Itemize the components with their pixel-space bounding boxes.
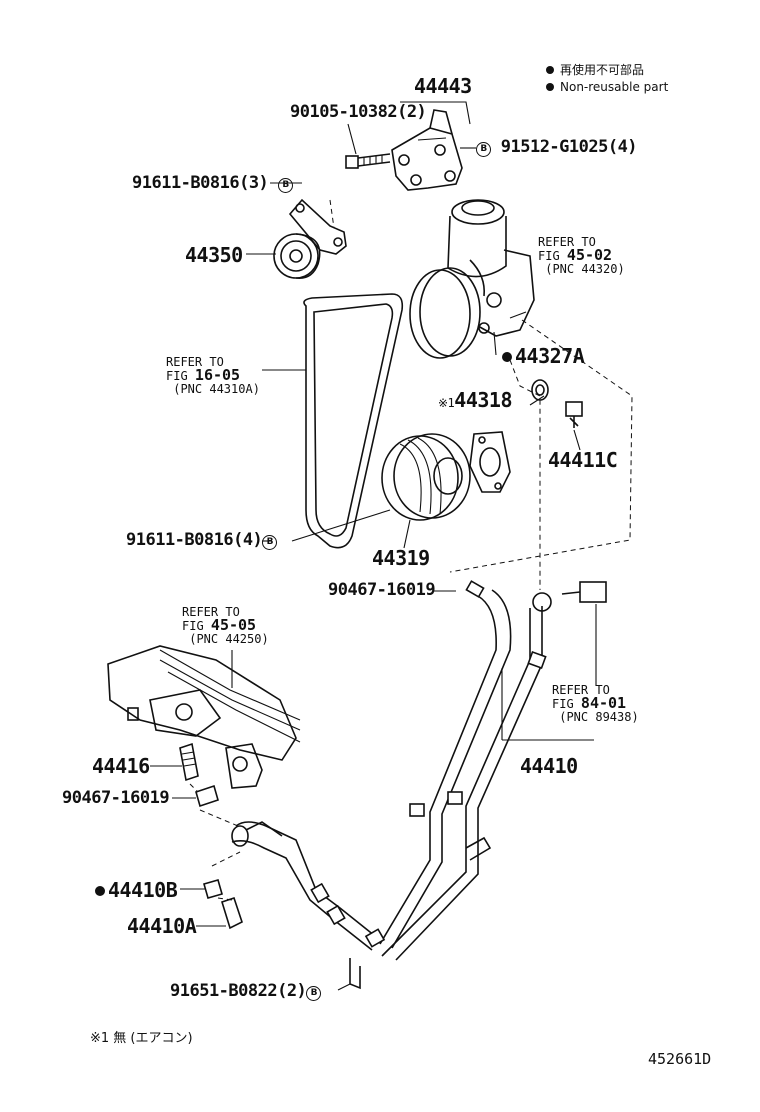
label-90105[interactable]: 90105-10382(2) bbox=[290, 102, 427, 122]
label-91651[interactable]: 91651-B0822(2)B bbox=[170, 983, 322, 1001]
label-44319[interactable]: 44319 bbox=[372, 546, 430, 570]
bracket-44443-drawing bbox=[391, 109, 463, 191]
label-91512[interactable]: B 91512-G1025(4) bbox=[476, 139, 638, 157]
label-44410A[interactable]: 44410A bbox=[127, 914, 197, 938]
bullet-icon bbox=[546, 83, 554, 91]
pressure-switch-drawing bbox=[532, 581, 607, 612]
footnote: ※1 無 (エアコン) bbox=[90, 1031, 193, 1046]
label-44350[interactable]: 44350 bbox=[185, 243, 243, 267]
legend-jp: 再使用不可部品 bbox=[546, 62, 668, 79]
bolt-90105-drawing bbox=[345, 153, 391, 169]
label-44410B[interactable]: 44410B bbox=[95, 880, 178, 900]
label-44410[interactable]: 44410 bbox=[520, 754, 578, 778]
ref-fig-16-05[interactable]: REFER TO FIG 16-05 (PNC 44310A) bbox=[166, 355, 260, 396]
idler-pulley-44350-drawing bbox=[273, 198, 347, 280]
assembly-lines-upper bbox=[329, 199, 633, 590]
pump-drawing bbox=[409, 199, 535, 359]
bolt-mark-icon: B bbox=[278, 178, 294, 193]
plate-44318-drawing bbox=[469, 431, 511, 493]
drive-belt-drawing bbox=[303, 293, 404, 549]
label-44416[interactable]: 44416 bbox=[92, 754, 150, 778]
pulley-44319-drawing bbox=[381, 433, 471, 521]
label-91611-b[interactable]: 91611-B0816(4)B bbox=[126, 532, 278, 550]
label-90467-a[interactable]: 90467-16019 bbox=[328, 580, 436, 600]
legend: 再使用不可部品 Non-reusable part bbox=[546, 62, 668, 96]
legend-en: Non-reusable part bbox=[546, 79, 668, 96]
non-reusable-mark-icon bbox=[502, 352, 512, 362]
non-reusable-mark-icon bbox=[95, 886, 105, 896]
label-44318[interactable]: ※144318 bbox=[438, 388, 512, 412]
label-44327A[interactable]: 44327A bbox=[502, 346, 585, 366]
bolt-mark-icon: B bbox=[476, 142, 491, 157]
ref-fig-45-02[interactable]: REFER TO FIG 45-02 (PNC 44320) bbox=[538, 235, 625, 276]
label-90467-b[interactable]: 90467-16019 bbox=[62, 788, 170, 808]
ref-fig-45-05[interactable]: REFER TO FIG 45-05 (PNC 44250) bbox=[182, 605, 269, 646]
steering-gear-drawing bbox=[107, 645, 301, 789]
leader-lines bbox=[150, 101, 597, 991]
label-44443[interactable]: 44443 bbox=[414, 74, 472, 98]
diagram-code: 452661D bbox=[648, 1050, 712, 1068]
bullet-icon bbox=[546, 66, 554, 74]
union-drawing bbox=[531, 379, 583, 428]
ref-fig-84-01[interactable]: REFER TO FIG 84-01 (PNC 89438) bbox=[552, 683, 639, 724]
assembly-lines-lower bbox=[189, 783, 241, 901]
lower-hose-drawing bbox=[231, 821, 386, 990]
label-44411C[interactable]: 44411C bbox=[548, 448, 618, 472]
bolt-mark-icon: B bbox=[262, 535, 278, 550]
label-91611-a[interactable]: 91611-B0816(3) B bbox=[132, 175, 294, 193]
hose-assembly-drawing bbox=[379, 580, 547, 961]
bolt-mark-icon: B bbox=[306, 986, 322, 1001]
